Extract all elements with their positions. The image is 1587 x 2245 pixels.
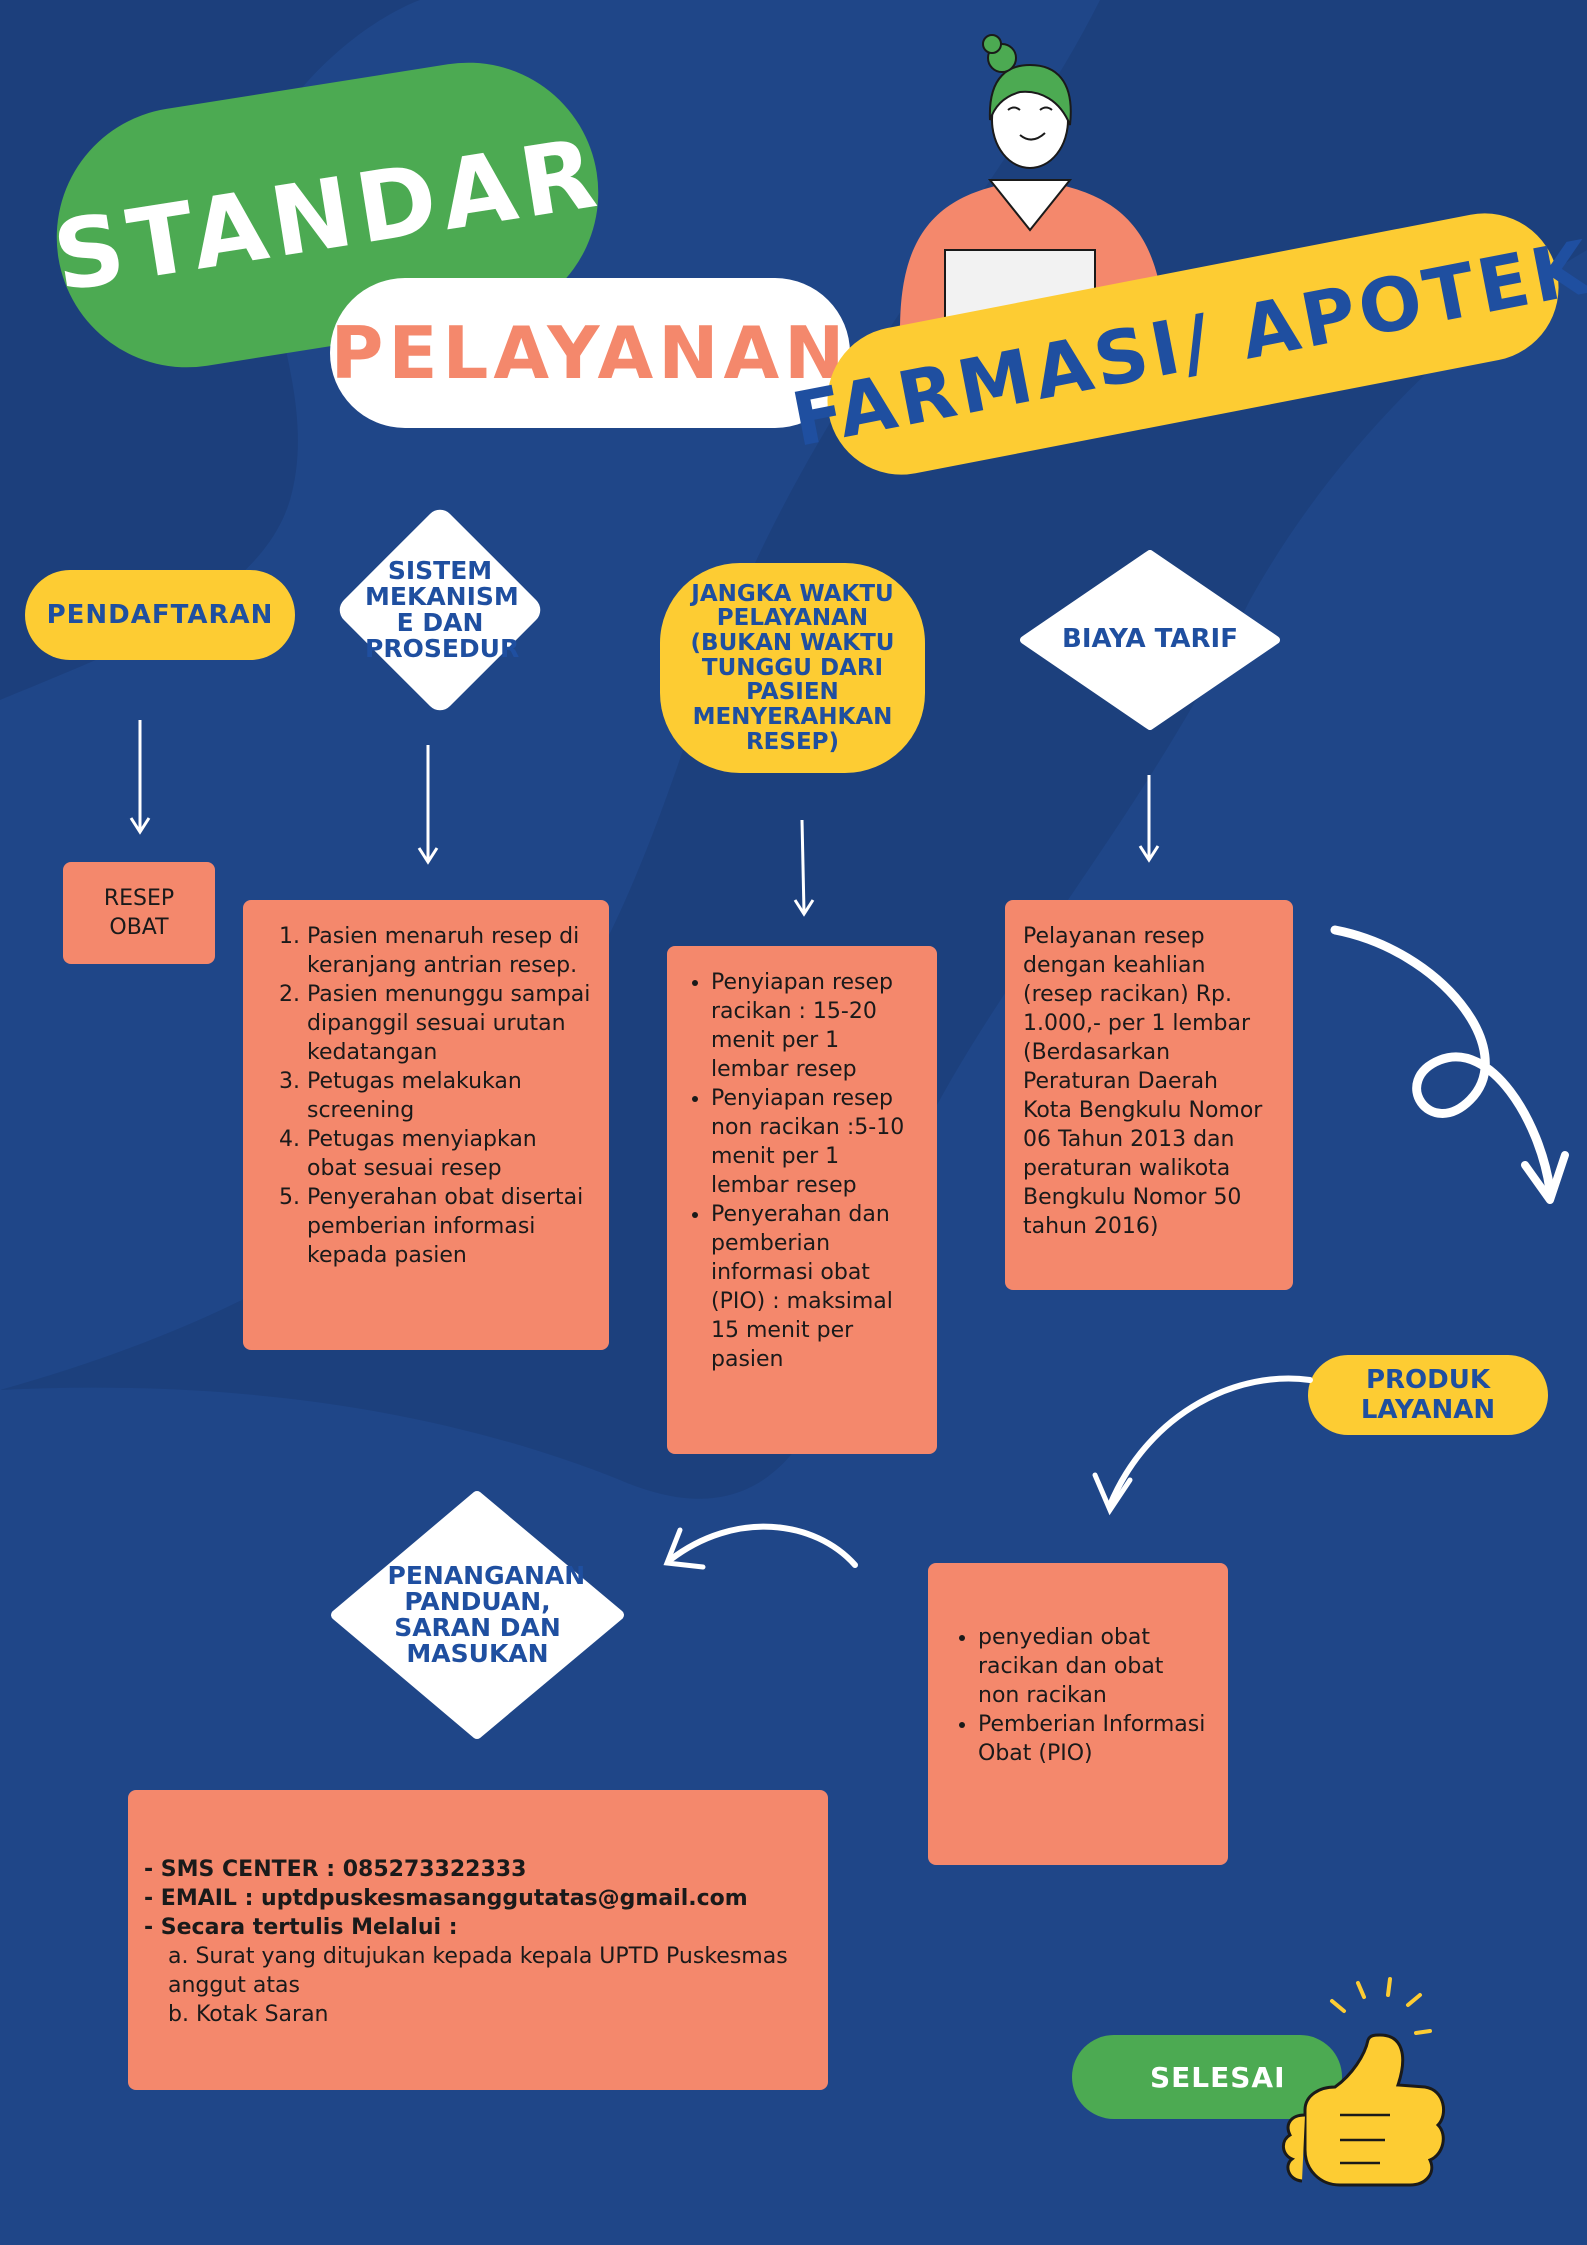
arrow-down-4 — [1138, 775, 1160, 863]
node-sistem: SISTEM MEKANISM E DAN PROSEDUR — [330, 500, 550, 720]
box-biaya: Pelayanan resep dengan keahlian (resep r… — [1005, 900, 1293, 1290]
produk-item: penyedian obat racikan dan obat non raci… — [978, 1623, 1210, 1710]
box-prosedur: Pasien menaruh resep di keranjang antria… — [243, 900, 609, 1350]
prosedur-step: Penyerahan obat disertai pemberian infor… — [307, 1183, 591, 1270]
kontak-a: a. Surat yang ditujukan kepada kepala UP… — [168, 1944, 788, 1998]
prosedur-list: Pasien menaruh resep di keranjang antria… — [271, 922, 591, 1270]
produk-item: Pemberian Informasi Obat (PIO) — [978, 1710, 1210, 1768]
node-pendaftaran-label: PENDAFTARAN — [46, 600, 274, 630]
prosedur-step: Petugas melakukan screening — [307, 1067, 591, 1125]
box-resep-obat-label: RESEP OBAT — [103, 886, 175, 940]
node-jangka: JANGKA WAKTU PELAYANAN (BUKAN WAKTU TUNG… — [660, 563, 925, 773]
node-jangka-label: JANGKA WAKTU PELAYANAN (BUKAN WAKTU TUNG… — [690, 580, 895, 755]
node-sistem-label: SISTEM MEKANISM E DAN PROSEDUR — [365, 555, 520, 664]
box-produk: penyedian obat racikan dan obat non raci… — [928, 1563, 1228, 1865]
node-biaya: BIAYA TARIF — [1020, 550, 1280, 730]
box-resep-obat: RESEP OBAT — [63, 862, 215, 964]
title-pelayanan-pill: PELAYANAN — [330, 278, 850, 428]
curve-arrow-produk — [1092, 1375, 1313, 1516]
waktu-list: Penyiapan resep racikan : 15-20 menit pe… — [675, 968, 923, 1374]
kontak-b: b. Kotak Saran — [168, 2002, 329, 2027]
node-selesai-label: SELESAI — [1150, 2060, 1286, 2094]
prosedur-step: Pasien menaruh resep di keranjang antria… — [307, 922, 591, 980]
curly-arrow-right — [1330, 925, 1569, 1204]
prosedur-step: Petugas menyiapkan obat sesuai resep — [307, 1125, 591, 1183]
arrow-down-1 — [129, 720, 151, 835]
arrow-down-3 — [793, 820, 815, 917]
prosedur-step: Pasien menunggu sampai dipanggil sesuai … — [307, 980, 591, 1067]
node-selesai: SELESAI — [1072, 2035, 1342, 2119]
kontak-sms: - SMS CENTER : 085273322333 — [144, 1857, 527, 1882]
arrow-down-2 — [417, 745, 439, 865]
node-pendaftaran: PENDAFTARAN — [25, 570, 295, 660]
title-pelayanan: PELAYANAN — [330, 311, 850, 395]
kontak-tertulis: - Secara tertulis Melalui : — [144, 1915, 458, 1940]
curve-arrow-penanganan — [663, 1523, 858, 1570]
node-produk: PRODUK LAYANAN — [1308, 1355, 1548, 1435]
node-produk-label: PRODUK LAYANAN — [1360, 1365, 1496, 1425]
node-penanganan: PENANGANAN PANDUAN, SARAN DAN MASUKAN — [330, 1490, 625, 1740]
box-kontak: - SMS CENTER : 085273322333 - EMAIL : up… — [128, 1790, 828, 2090]
box-biaya-text: Pelayanan resep dengan keahlian (resep r… — [1023, 924, 1263, 1239]
node-penanganan-label: PENANGANAN PANDUAN, SARAN DAN MASUKAN — [387, 1560, 586, 1669]
thumbs-up-icon — [1282, 1977, 1446, 2187]
node-biaya-label: BIAYA TARIF — [1062, 624, 1238, 655]
waktu-item: Penyiapan resep non racikan :5-10 menit … — [711, 1084, 923, 1200]
waktu-item: Penyiapan resep racikan : 15-20 menit pe… — [711, 968, 923, 1084]
waktu-item: Penyerahan dan pemberian informasi obat … — [711, 1200, 923, 1374]
box-waktu: Penyiapan resep racikan : 15-20 menit pe… — [667, 946, 937, 1454]
produk-list: penyedian obat racikan dan obat non raci… — [942, 1623, 1210, 1768]
kontak-email: - EMAIL : uptdpuskesmasanggutatas@gmail.… — [144, 1886, 748, 1911]
